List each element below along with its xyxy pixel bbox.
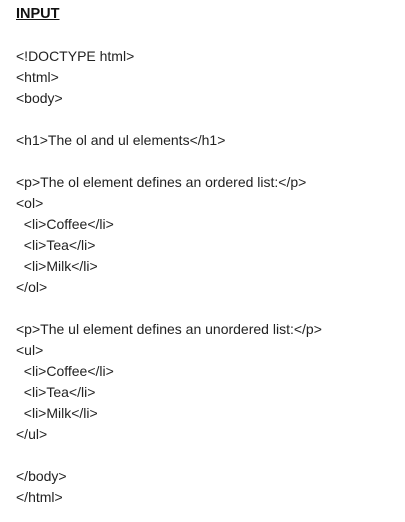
code-line <box>16 151 396 172</box>
code-line: </body> <box>16 468 67 484</box>
code-line: </html> <box>16 489 63 505</box>
code-line: <html> <box>16 69 59 85</box>
code-line <box>16 445 396 466</box>
code-line: <!DOCTYPE html> <box>16 48 135 64</box>
code-line: </ol> <box>16 279 48 295</box>
code-line: </ul> <box>16 426 48 442</box>
code-block: <!DOCTYPE html> <html> <body> <h1>The ol… <box>16 25 396 508</box>
code-line: <p>The ul element defines an unordered l… <box>16 321 322 337</box>
code-line: <p>The ol element defines an ordered lis… <box>16 174 307 190</box>
code-line: <li>Coffee</li> <box>16 216 114 232</box>
code-line <box>16 25 396 46</box>
document: INPUT <!DOCTYPE html> <html> <body> <h1>… <box>16 4 396 508</box>
code-line: <body> <box>16 90 63 106</box>
code-line: <li>Coffee</li> <box>16 363 114 379</box>
code-line: <li>Milk</li> <box>16 405 98 421</box>
code-line: <li>Tea</li> <box>16 237 96 253</box>
code-line: <ol> <box>16 195 44 211</box>
code-line: <li>Tea</li> <box>16 384 96 400</box>
section-heading: INPUT <box>16 6 60 22</box>
code-line: <li>Milk</li> <box>16 258 98 274</box>
code-line <box>16 109 396 130</box>
code-line: <h1>The ol and ul elements</h1> <box>16 132 226 148</box>
code-line <box>16 298 396 319</box>
code-line: <ul> <box>16 342 44 358</box>
